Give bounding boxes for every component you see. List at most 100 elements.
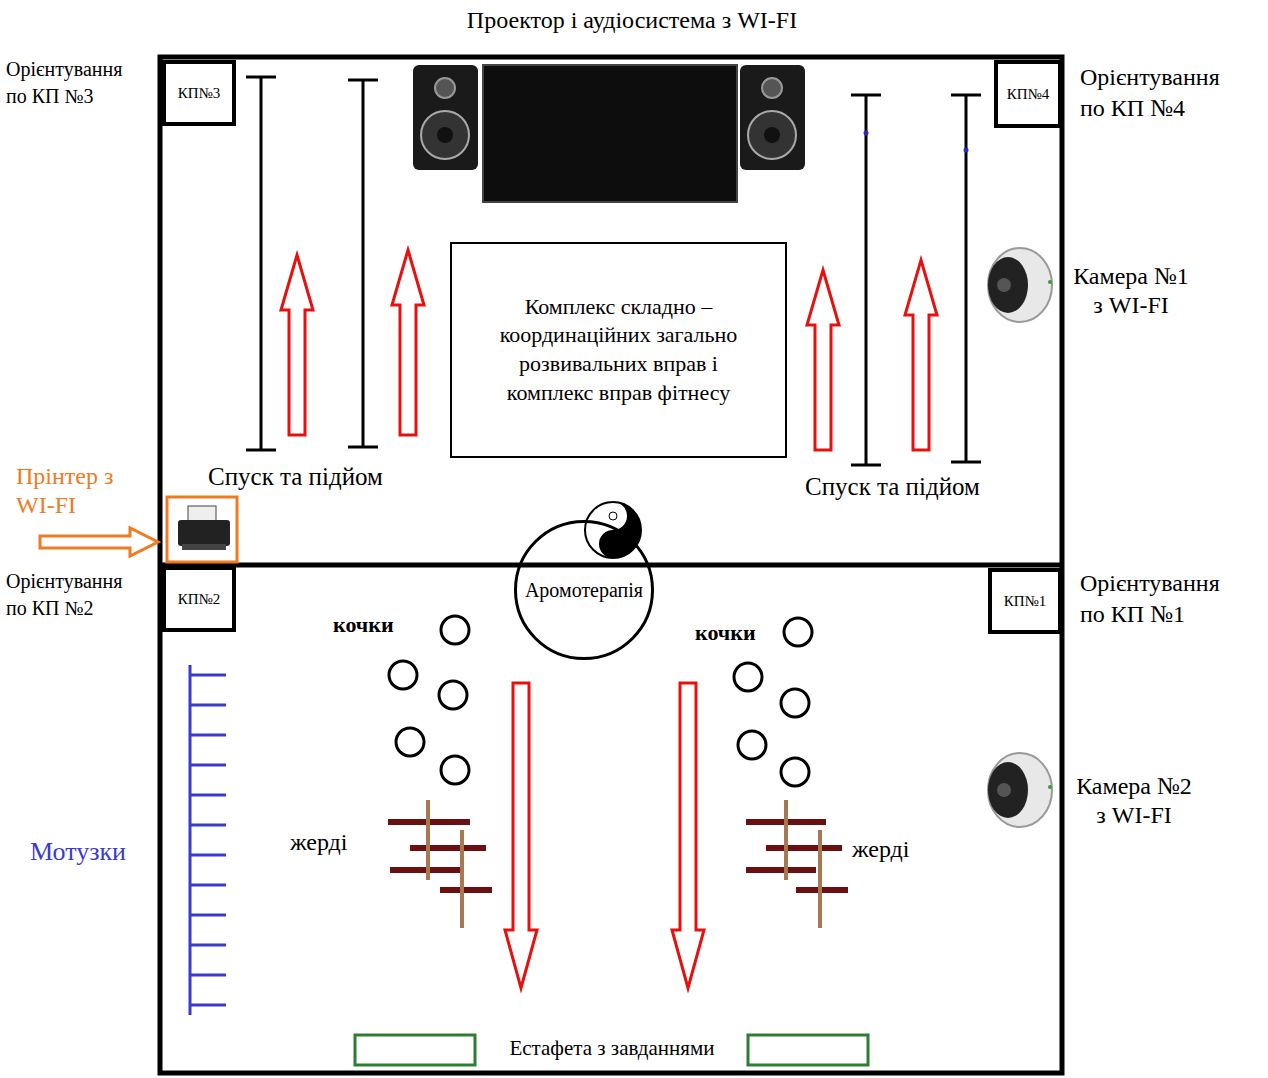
orientation-label: Орієнтування по КП №4 [1080, 62, 1222, 124]
camera-body [988, 248, 1052, 322]
exercise-complex-box: Комплекс складно – координаційних загаль… [450, 242, 787, 458]
station-label: кочки [333, 612, 394, 638]
speaker-tweeter [435, 78, 455, 98]
printer-body [178, 520, 230, 546]
camera-led [1048, 280, 1052, 284]
pole-post [818, 830, 822, 928]
station-label: Мотузки [30, 836, 126, 867]
climb-bar [362, 80, 365, 447]
direction-arrow [672, 683, 704, 988]
printer-tray [182, 544, 226, 550]
pole-post [784, 800, 788, 880]
camera-lens [997, 278, 1011, 292]
climb-bar-cap [851, 464, 881, 467]
camera-lens [997, 783, 1011, 797]
relay-zone [355, 1035, 475, 1065]
camera-face [988, 762, 1028, 818]
yin-yang-dot [609, 512, 617, 520]
printer-frame [167, 497, 237, 562]
rope [190, 764, 226, 767]
aroma-ring [516, 522, 653, 659]
rope [190, 1004, 226, 1007]
zone-label: Спуск та підйом [805, 472, 980, 502]
zone-label: Спуск та підйом [208, 462, 383, 492]
pole [410, 845, 486, 851]
hummock [781, 758, 809, 786]
rope [190, 704, 226, 707]
camera-face [988, 257, 1028, 313]
hummock [784, 618, 812, 646]
rope [190, 944, 226, 947]
hall-divider [160, 563, 1062, 568]
orientation-label: Орієнтування по КП №3 [6, 56, 125, 110]
climb-bar-cap [348, 79, 378, 82]
rope [190, 914, 226, 917]
hummock [781, 689, 809, 717]
station-label: жерді [290, 828, 347, 857]
checkpoint-box: КП№1 [988, 568, 1062, 634]
station-label: кочки [695, 620, 756, 646]
hummock [441, 756, 469, 784]
camera-label: Камера №1 з WI-FI [1072, 262, 1190, 320]
printer-paper [188, 506, 216, 522]
speaker-tweeter [762, 78, 782, 98]
rope [190, 734, 226, 737]
hummock [396, 728, 424, 756]
box-text: КП№1 [1004, 592, 1047, 610]
box-text: Комплекс складно – координаційних загаль… [492, 293, 745, 407]
circle-text: Аромотерапія [525, 578, 643, 602]
checkpoint-box: КП№4 [994, 60, 1062, 128]
climb-bar [865, 95, 868, 465]
speaker-woofer [421, 111, 469, 159]
pole [746, 867, 816, 873]
pole-post [426, 800, 430, 880]
orientation-label: Орієнтування по КП №1 [1080, 568, 1222, 630]
direction-arrow [807, 270, 839, 450]
climb-bar [260, 77, 263, 450]
camera-led [1048, 785, 1052, 789]
hummock [734, 663, 762, 691]
climb-bar-cap [246, 76, 276, 79]
rope [190, 854, 226, 857]
rope [190, 824, 226, 827]
bar-mark [964, 148, 969, 153]
rope-rail [189, 665, 192, 1015]
camera-label: Камера №2 з WI-FI [1075, 772, 1193, 830]
equipment-label: Проектор і аудіосистема з WI-FI [467, 6, 797, 35]
speaker-woofer [748, 111, 796, 159]
pole [440, 887, 492, 893]
rope [190, 884, 226, 887]
climb-bar-cap [246, 449, 276, 452]
checkpoint-box: КП№2 [162, 566, 236, 632]
printer-label: Прінтер з WI-FI [16, 462, 116, 520]
hummock [439, 681, 467, 709]
rope [190, 794, 226, 797]
speaker-cone [764, 127, 780, 143]
climb-bar-cap [951, 461, 981, 464]
hummock [738, 731, 766, 759]
bar-mark [864, 131, 869, 136]
station-label: жерді [852, 835, 909, 864]
checkpoint-box: КП№3 [162, 60, 236, 126]
box-text: КП№2 [178, 590, 221, 608]
climb-bar-cap [951, 94, 981, 97]
hummock [441, 616, 469, 644]
pole [766, 845, 842, 851]
box-text: КП№4 [1007, 85, 1050, 103]
climb-bar-cap [348, 446, 378, 449]
camera-body [988, 753, 1052, 827]
direction-arrow [905, 260, 937, 450]
box-text: КП№3 [178, 84, 221, 102]
pole-post [460, 830, 464, 928]
hall-wall [160, 57, 1062, 1073]
speaker-cone [437, 127, 453, 143]
direction-arrow [505, 683, 537, 988]
climb-bar-cap [851, 94, 881, 97]
rope [190, 974, 226, 977]
yin-yang-symbol [585, 502, 641, 558]
direction-arrow [281, 255, 313, 435]
yin-yang-dot [609, 540, 617, 548]
speaker-body [413, 65, 478, 170]
rope [190, 674, 226, 677]
